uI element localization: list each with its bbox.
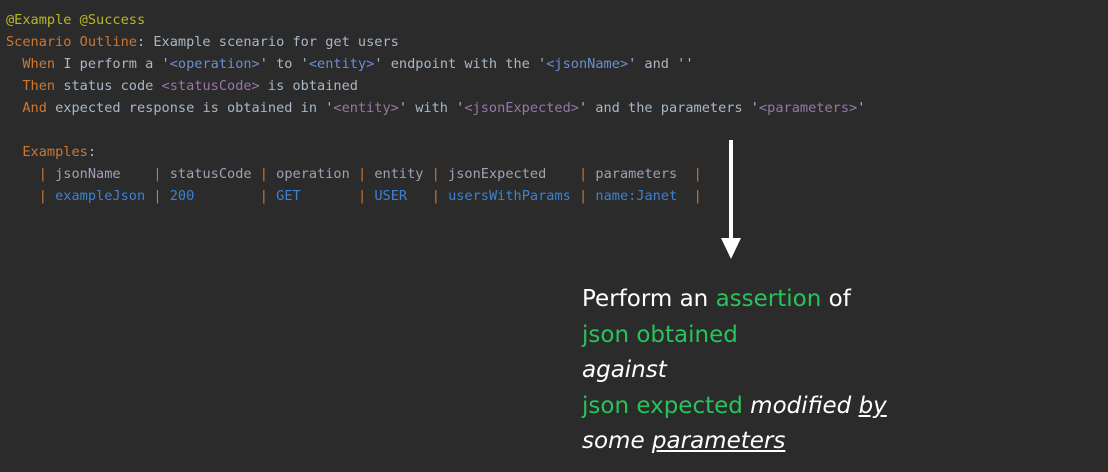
step-text: ' and the parameters ': [578, 100, 759, 116]
examples-keyword: Examples: [22, 144, 88, 160]
annotation: Perform an assertion of json obtained ag…: [582, 282, 887, 460]
table-header: jsonName: [55, 166, 121, 182]
table-header: parameters: [595, 166, 678, 182]
step-param: <statusCode>: [161, 78, 260, 94]
annotation-text: by: [858, 392, 887, 419]
annotation-text: modified: [742, 392, 859, 419]
step-text: I perform a ': [63, 56, 170, 72]
step-text: ': [857, 100, 866, 116]
step-text: ' to ': [259, 56, 309, 72]
step-when: When I perform a '<operation>' to '<enti…: [6, 53, 865, 75]
step-keyword: And: [22, 100, 47, 116]
table-cell: exampleJson: [55, 188, 146, 204]
step-text: ' with ': [398, 100, 465, 116]
step-text: ' and '': [628, 56, 694, 72]
step-param: <operation>: [169, 56, 260, 72]
examples-line: Examples:: [22, 144, 97, 160]
table-cell: usersWithParams: [448, 188, 571, 204]
step-keyword: Then: [22, 78, 56, 94]
annotation-text: parameters: [651, 428, 786, 454]
annotation-text: some: [582, 428, 652, 454]
step-and: And expected response is obtained in '<e…: [6, 97, 865, 119]
annotation-highlight: json obtained: [582, 321, 738, 348]
step-text: expected response is obtained in ': [55, 100, 334, 116]
table-header: jsonExpected: [448, 166, 547, 182]
table-cell: USER: [374, 188, 408, 204]
step-param: <jsonExpected>: [464, 100, 579, 116]
table-cell: GET: [276, 188, 301, 204]
table-cell: name:Janet: [595, 188, 678, 204]
code-editor[interactable]: @Example @Success Scenario Outline: Exam…: [6, 9, 865, 207]
annotation-highlight: assertion: [715, 286, 822, 312]
scenario-keyword: Scenario Outline: [6, 34, 137, 50]
annotation-text: against: [582, 357, 667, 383]
tags-line: @Example @Success: [6, 9, 865, 31]
table-header-row: | jsonName | statusCode | operation | en…: [38, 166, 702, 182]
table-cell: 200: [169, 188, 195, 204]
step-param: <jsonName>: [546, 56, 629, 72]
step-param: <entity>: [308, 56, 375, 72]
tag: @Success: [79, 12, 146, 28]
tag: @Example: [6, 12, 72, 28]
step-param: <entity>: [333, 100, 399, 116]
step-then: Then status code <statusCode> is obtaine…: [6, 75, 865, 97]
table-header: operation: [276, 166, 350, 182]
table-header: entity: [374, 166, 424, 182]
step-text: status code: [63, 78, 162, 94]
scenario-title: Example scenario for get users: [153, 34, 399, 50]
step-text: ' endpoint with the ': [374, 56, 547, 72]
step-text: is obtained: [259, 78, 358, 94]
annotation-highlight: json expected: [582, 392, 743, 419]
scenario-line: Scenario Outline: Example scenario for g…: [6, 34, 399, 50]
step-param: <parameters>: [759, 100, 858, 116]
step-keyword: When: [22, 56, 56, 72]
table-header: statusCode: [169, 166, 252, 182]
annotation-text: Perform an: [582, 286, 716, 312]
annotation-text: of: [821, 286, 851, 312]
table-row: | exampleJson | 200 | GET | USER | users…: [38, 188, 702, 204]
